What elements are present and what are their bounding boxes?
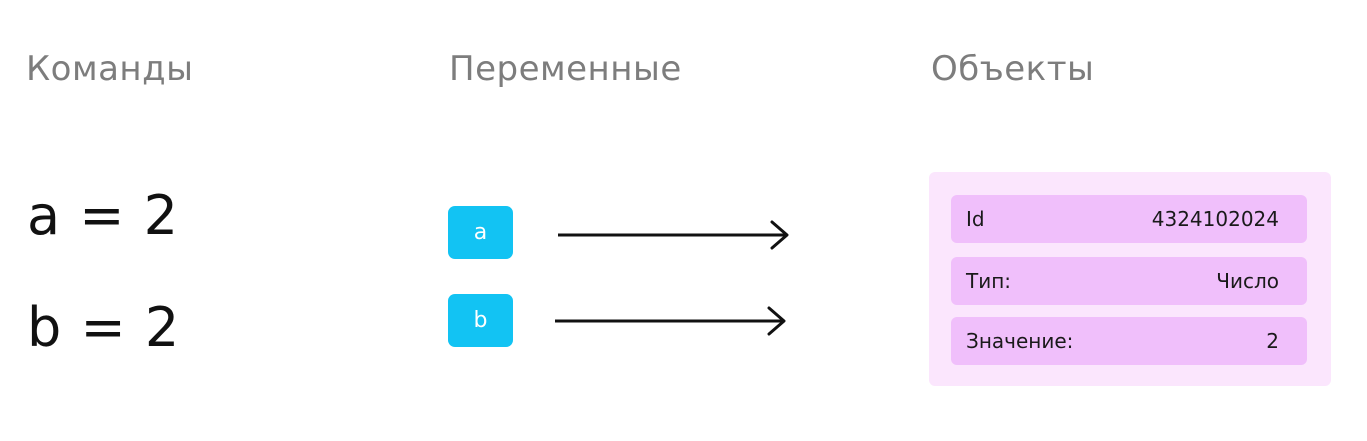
object-row-label: Тип: — [966, 269, 1012, 293]
heading-objects: Объекты — [931, 49, 1095, 89]
object-row-value: 2 — [1266, 329, 1279, 353]
object-panel: Id 4324102024 Тип: Число Значение: 2 — [929, 172, 1331, 386]
arrow-a-icon — [558, 220, 789, 250]
command-b: b = 2 — [27, 296, 181, 359]
heading-variables: Переменные — [449, 49, 682, 89]
arrow-b-icon — [555, 306, 786, 336]
command-a: a = 2 — [27, 184, 180, 247]
heading-commands: Команды — [26, 49, 194, 89]
object-row-value-field: Значение: 2 — [951, 317, 1307, 365]
object-row-type: Тип: Число — [951, 257, 1307, 305]
object-row-id: Id 4324102024 — [951, 195, 1307, 243]
variable-box-b: b — [448, 294, 513, 347]
object-row-label: Значение: — [966, 329, 1074, 353]
object-row-value: Число — [1216, 269, 1279, 293]
variable-label-b: b — [473, 308, 488, 333]
object-row-label: Id — [966, 207, 985, 231]
variable-label-a: a — [473, 220, 488, 245]
object-row-value: 4324102024 — [1151, 207, 1279, 231]
variable-box-a: a — [448, 206, 513, 259]
